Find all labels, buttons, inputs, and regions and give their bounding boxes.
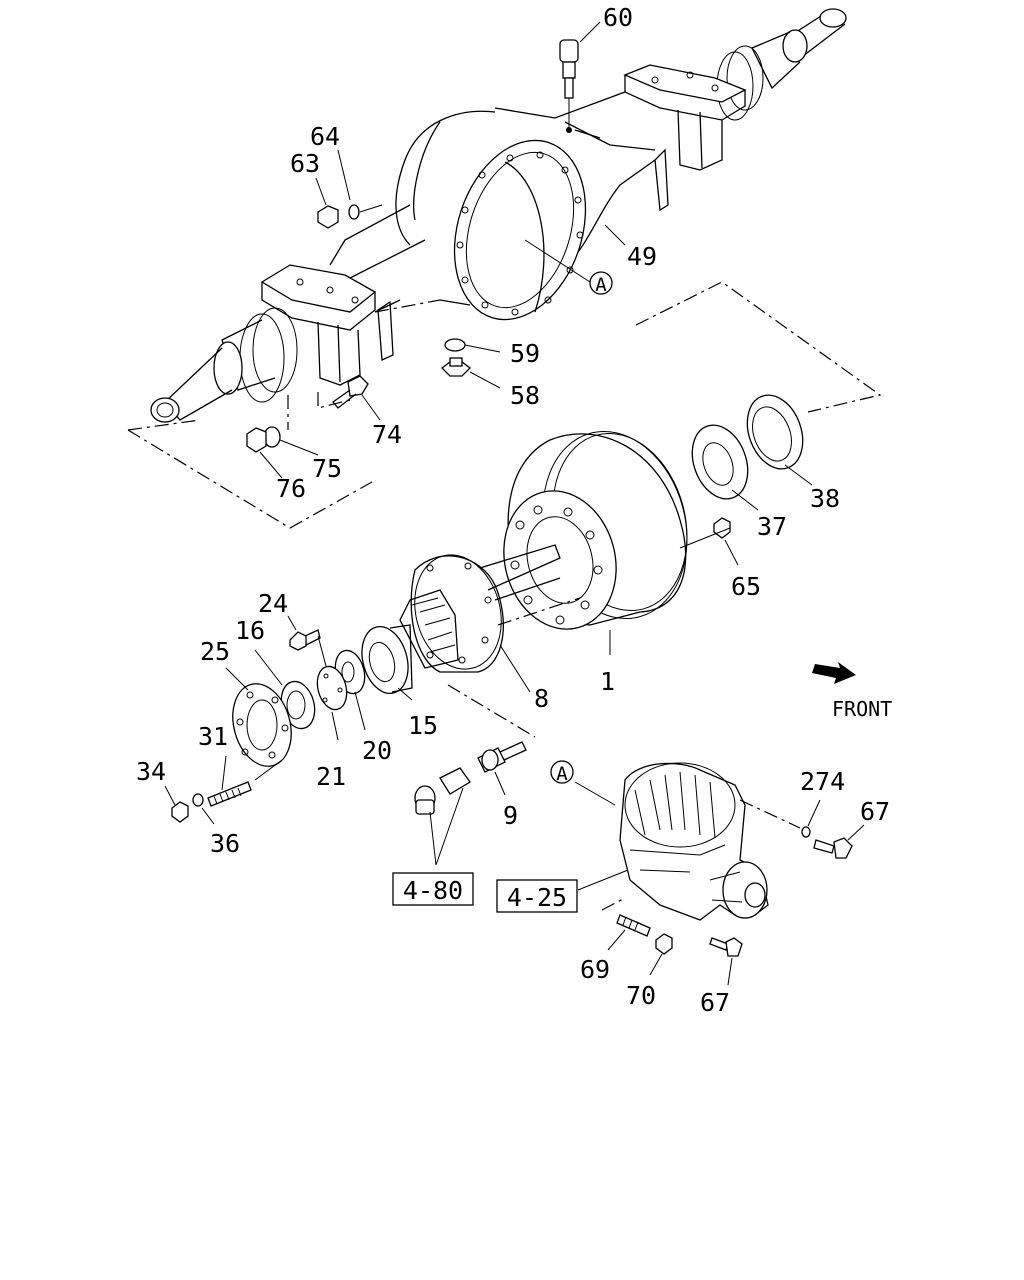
- hub-cap-25: [232, 683, 292, 767]
- label-1: 1: [600, 667, 615, 696]
- stud-31: [207, 781, 252, 807]
- axle-housing: [150, 8, 847, 423]
- washer-36: [192, 793, 204, 807]
- label-70: 70: [626, 981, 656, 1010]
- ref-box-4-25: 4-25: [496, 879, 578, 913]
- label-67-lower: 67: [700, 988, 730, 1017]
- leader-lines: [164, 21, 865, 986]
- label-9: 9: [503, 801, 518, 830]
- label-274: 274: [800, 767, 845, 796]
- label-67-upper: 67: [860, 797, 890, 826]
- differential-carrier: [619, 762, 769, 921]
- lock-nut-21: [316, 665, 348, 711]
- label-15: 15: [408, 711, 438, 740]
- part-number-labels: 60 64 63 49 59 58 74 75 76 38 37 65 24 1…: [136, 3, 890, 1017]
- label-21: 21: [316, 762, 346, 791]
- nut-63-washer-64: [317, 204, 383, 229]
- label-76: 76: [276, 474, 306, 503]
- bearing-37: [691, 424, 749, 500]
- label-25: 25: [200, 637, 230, 666]
- label-69: 69: [580, 955, 610, 984]
- ref-box-4-80: 4-80: [392, 872, 474, 906]
- label-20: 20: [362, 736, 392, 765]
- bolt-67-upper: [813, 837, 853, 859]
- label-59: 59: [510, 339, 540, 368]
- washer-274: [801, 826, 811, 838]
- nut-65: [713, 517, 731, 539]
- callout-a-carrier: A: [550, 760, 574, 785]
- label-37: 37: [757, 512, 787, 541]
- drain-plug-58-washer-59: [441, 338, 471, 377]
- front-label: FRONT: [832, 697, 892, 721]
- bolt-67-lower: [709, 937, 743, 957]
- callout-a-housing: A: [589, 271, 613, 296]
- label-60: 60: [603, 3, 633, 32]
- svg-text:A: A: [556, 763, 568, 785]
- brake-drum-1: [503, 430, 688, 630]
- stud-69: [616, 914, 651, 937]
- nut-70: [655, 933, 673, 955]
- oil-seal-38: [746, 394, 804, 470]
- flange-bolt-holes: [456, 151, 584, 316]
- washer-75-nut-76: [246, 426, 281, 453]
- nut-34: [171, 801, 189, 823]
- breather-plug-60: [559, 39, 579, 133]
- label-63: 63: [290, 149, 320, 178]
- label-49: 49: [627, 242, 657, 271]
- svg-text:4-80: 4-80: [403, 876, 463, 905]
- label-34: 34: [136, 757, 166, 786]
- bolt-24: [289, 629, 321, 651]
- bolt-74: [332, 375, 369, 409]
- label-64: 64: [310, 122, 340, 151]
- label-75: 75: [312, 454, 342, 483]
- label-31: 31: [198, 722, 228, 751]
- label-36: 36: [210, 829, 240, 858]
- label-65: 65: [731, 572, 761, 601]
- wheel-hub-8: [399, 544, 561, 673]
- label-74: 74: [372, 420, 402, 449]
- bearing-15: [361, 624, 413, 694]
- label-16: 16: [235, 616, 265, 645]
- svg-text:4-25: 4-25: [507, 883, 567, 912]
- label-8: 8: [534, 684, 549, 713]
- front-arrow-icon: [812, 662, 856, 684]
- abs-sensor-9: [477, 741, 527, 773]
- label-58: 58: [510, 381, 540, 410]
- label-24: 24: [258, 589, 288, 618]
- sensor-sleeve-4-80: [414, 767, 471, 815]
- svg-text:A: A: [595, 274, 607, 296]
- label-38: 38: [810, 484, 840, 513]
